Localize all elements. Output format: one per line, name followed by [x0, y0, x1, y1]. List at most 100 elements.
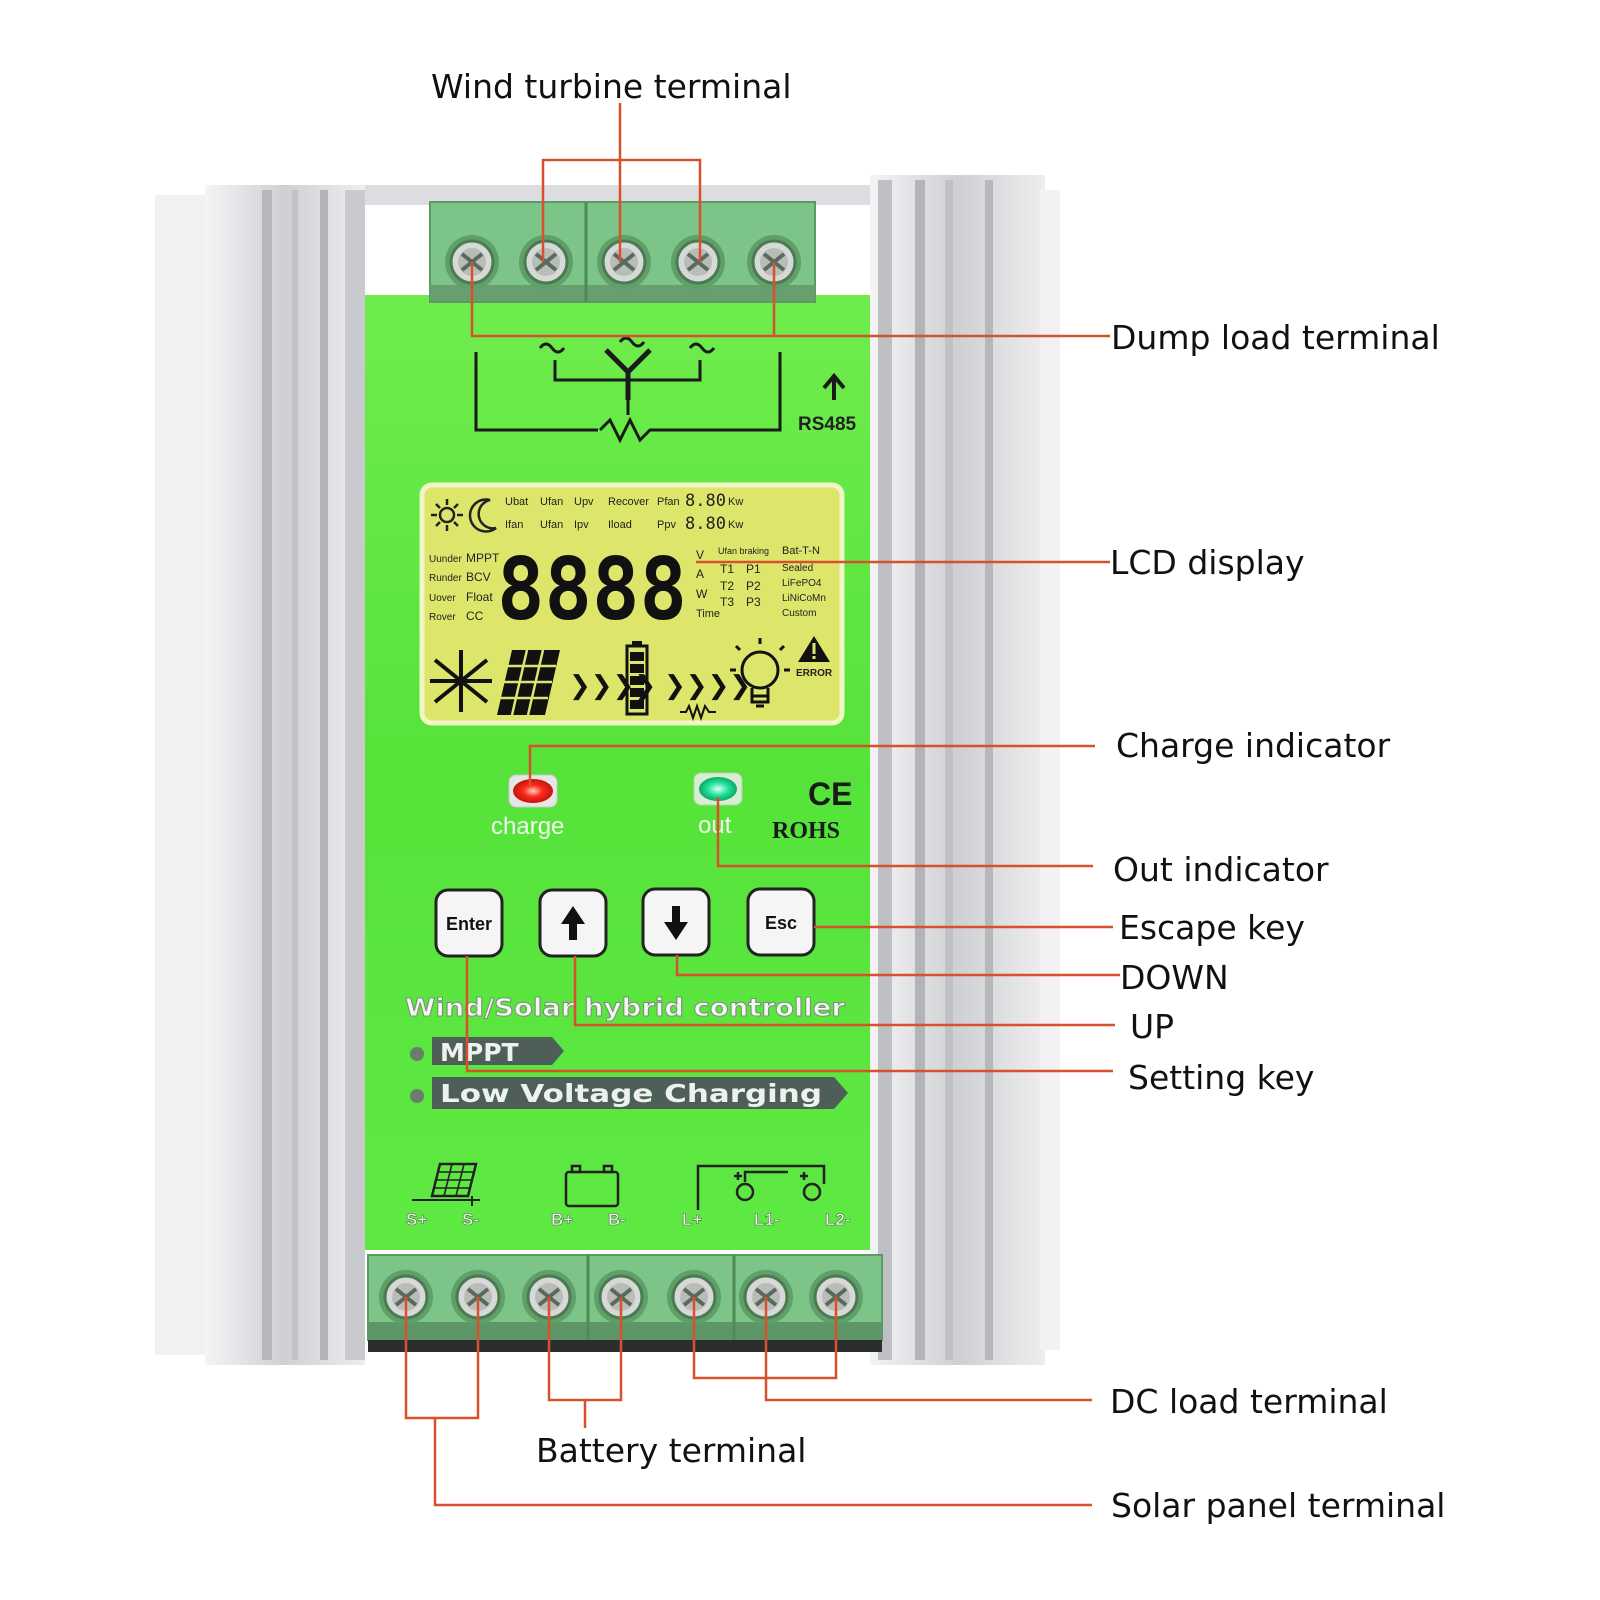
dc-load-terminal-label: DC load terminal	[1110, 1382, 1388, 1421]
lcd-timer: T2	[720, 579, 734, 593]
terminal-label: L+	[682, 1210, 702, 1229]
chevrons-icon: ❯❯❯❯	[664, 671, 751, 701]
load-terminal-icon	[696, 1164, 826, 1210]
lcd-battery-type: Custom	[782, 608, 816, 619]
esc-key-label: Esc	[765, 913, 797, 933]
out-indicator-label: Out indicator	[1113, 850, 1329, 889]
rohs-mark: ROHS	[772, 818, 840, 844]
up-key-label: UP	[1130, 1007, 1175, 1046]
lcd-unit: V	[696, 548, 704, 562]
solar-panel-terminal-label: Solar panel terminal	[1111, 1486, 1446, 1525]
lcd-row2-label: Ufan	[540, 519, 563, 531]
terminal-label: S-	[462, 1210, 479, 1229]
terminal-screw[interactable]	[595, 233, 653, 291]
lcd-row2-label: Ipv	[574, 519, 589, 531]
down-key[interactable]	[641, 887, 711, 957]
terminal-screw[interactable]	[517, 233, 575, 291]
bullet-dot	[410, 1089, 424, 1103]
enter-key-label: Enter	[446, 914, 492, 934]
dump-load-terminal-label: Dump load terminal	[1111, 318, 1440, 357]
out-led-label: out	[698, 812, 732, 839]
battery-terminal-icon	[564, 1164, 620, 1208]
lcd-battery-type: LiNiCoMn	[782, 593, 826, 604]
escape-key-label: Escape key	[1119, 908, 1305, 947]
arrow-up-icon	[561, 906, 585, 940]
esc-key[interactable]: Esc	[746, 887, 816, 957]
lcd-display-label: LCD display	[1110, 543, 1305, 582]
terminal-label: B-	[608, 1210, 626, 1229]
enter-key[interactable]: Enter	[434, 888, 504, 958]
arrow-down-icon	[664, 906, 688, 940]
product-title: Wind/Solar hybrid controller	[405, 993, 846, 1022]
lcd-display: Ubat Ufan Upv Recover Pfan Ifan Ufan Ipv…	[419, 482, 845, 726]
low-voltage-badge: Low Voltage Charging	[440, 1079, 822, 1108]
lcd-power-unit: Kw	[728, 519, 743, 531]
terminal-label: L1-	[754, 1210, 780, 1229]
lcd-timer: P3	[746, 595, 761, 609]
bottom-terminal-block	[367, 1254, 883, 1352]
resistor-icon	[680, 702, 716, 722]
charge-led-label: charge	[491, 813, 564, 840]
bullet-dot	[410, 1047, 424, 1061]
charge-indicator-label: Charge indicator	[1116, 726, 1391, 765]
lcd-power-value: 8.80	[685, 491, 726, 511]
lcd-row2-label: Iload	[608, 519, 632, 531]
lcd-row2-label: Ppv	[657, 519, 676, 531]
down-key-label: DOWN	[1120, 958, 1229, 997]
charge-led-indicator	[508, 774, 558, 808]
wind-turbine-terminal-label: Wind turbine terminal	[431, 67, 792, 106]
out-led-indicator	[693, 772, 743, 806]
error-warning-icon	[798, 636, 830, 662]
lcd-mode-label: MPPT	[466, 551, 500, 565]
lcd-mode-label: Float	[466, 590, 493, 604]
lcd-unit: A	[696, 567, 704, 581]
terminal-label: B+	[551, 1210, 573, 1229]
wind-turbine-terminal-block	[429, 201, 816, 303]
aluminum-housing	[155, 175, 1060, 1365]
lcd-row1-label: Pfan	[657, 496, 680, 508]
sun-icon	[431, 499, 463, 531]
lcd-power-unit: Kw	[728, 496, 743, 508]
wind-schematic	[474, 336, 846, 444]
lcd-battery-type: Sealed	[782, 563, 813, 574]
lcd-mode-label: BCV	[466, 570, 491, 584]
lcd-battery-type: LiFePO4	[782, 578, 822, 589]
lcd-timer: T3	[720, 595, 734, 609]
lcd-power-value: 8.80	[685, 514, 726, 534]
lcd-timer: P1	[746, 562, 761, 576]
lcd-unit: W	[696, 587, 708, 601]
lcd-left-label: Uover	[429, 593, 456, 604]
lcd-timer: T1	[720, 562, 734, 576]
lcd-error-label: ERROR	[796, 668, 833, 679]
battery-terminal-label: Battery terminal	[536, 1431, 807, 1470]
mppt-badge: MPPT	[440, 1038, 519, 1067]
up-key[interactable]	[538, 888, 608, 958]
lcd-battery-type: Bat-T-N	[782, 545, 820, 557]
lcd-timer: P2	[746, 579, 761, 593]
lcd-row1-label: Recover	[608, 496, 649, 508]
lcd-row1-label: Ubat	[505, 496, 528, 508]
lcd-left-label: Runder	[429, 573, 462, 584]
lcd-left-label: Uunder	[429, 554, 462, 565]
lcd-row2-label: Ifan	[505, 519, 523, 531]
mppt-badge-bg	[432, 1037, 564, 1065]
rs485-label: RS485	[798, 414, 857, 435]
light-bulb-icon	[730, 638, 790, 708]
moon-icon	[468, 498, 497, 533]
lcd-row1-label: Ufan	[540, 496, 563, 508]
low-voltage-badge-bg	[432, 1077, 848, 1109]
callout-lines	[404, 103, 1120, 1507]
terminal-screw[interactable]	[669, 233, 727, 291]
lcd-left-label: Rover	[429, 612, 456, 623]
lcd-mode-label: CC	[466, 609, 484, 623]
lcd-row1-label: Upv	[574, 496, 594, 508]
solar-panel-terminal-icon	[412, 1162, 480, 1206]
terminal-label: L2-	[825, 1210, 851, 1229]
solar-panel-icon	[497, 649, 560, 716]
battery-level-icon	[625, 641, 649, 716]
wind-turbine-icon	[430, 650, 492, 712]
lcd-unit: Time	[696, 608, 720, 620]
ce-mark: CE	[808, 776, 852, 812]
lcd-main-digits: 8888	[497, 540, 687, 640]
